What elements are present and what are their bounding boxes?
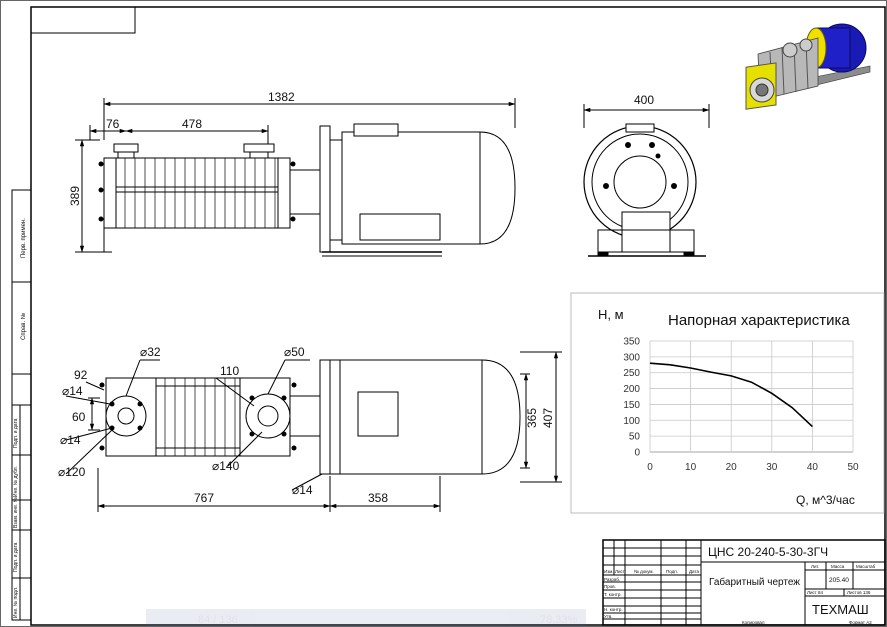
dim-hole-14a: ⌀14 bbox=[62, 384, 83, 398]
dim-140: ⌀140 bbox=[212, 459, 240, 473]
chart-x-tick-label: 10 bbox=[685, 462, 697, 473]
chart-ticks: 0 50 100 150 200 250 300 350 0 10 20 30 40 50 bbox=[623, 337, 859, 474]
col-izm: Изм. bbox=[604, 569, 614, 574]
dim-end-width: 400 bbox=[634, 93, 654, 107]
side-label: Справ. № bbox=[20, 313, 27, 340]
chart-series-line bbox=[649, 362, 813, 428]
chart-grid bbox=[649, 340, 854, 453]
dim-358: 358 bbox=[368, 491, 388, 505]
row-tkontr: Т. контр. bbox=[604, 592, 622, 597]
dim-height: 389 bbox=[68, 186, 82, 206]
dim-flange-offset: 76 bbox=[106, 117, 120, 131]
chart-y-tick-label: 0 bbox=[634, 448, 640, 459]
chart-x-tick-label: 30 bbox=[766, 462, 778, 473]
dim-407: 407 bbox=[541, 408, 555, 428]
chart-x-tick-label: 20 bbox=[726, 462, 738, 473]
dim-110: 110 bbox=[220, 364, 239, 378]
side-elevation-view bbox=[75, 98, 516, 257]
pump-3d-render bbox=[745, 23, 871, 110]
dim-hole-14b: ⌀14 bbox=[60, 433, 81, 447]
sheet-number: Лист 84 bbox=[807, 590, 824, 595]
chart-y-tick-label: 250 bbox=[623, 368, 640, 379]
company-name: ТЕХМАШ bbox=[812, 602, 869, 617]
chart-xlabel: Q, м^3/час bbox=[796, 493, 855, 507]
chart-y-tick-label: 350 bbox=[623, 337, 640, 348]
chart-x-tick-label: 0 bbox=[647, 462, 653, 473]
chart-frame bbox=[570, 292, 885, 514]
sheet-count: Листов 136 bbox=[847, 590, 871, 595]
side-label: Инв. № подл. bbox=[13, 587, 19, 618]
end-view bbox=[583, 104, 710, 257]
scale-label: Масштаб bbox=[856, 564, 876, 569]
format-label: Формат A2 bbox=[849, 620, 872, 625]
chart-ylabel: H, м bbox=[598, 307, 624, 322]
chart-y-tick-label: 50 bbox=[629, 432, 641, 443]
dim-hole-14c: ⌀14 bbox=[292, 483, 313, 497]
chart-x-tick-label: 40 bbox=[807, 462, 819, 473]
col-date: Дата bbox=[689, 569, 699, 574]
row-razrab: Разраб. bbox=[604, 577, 620, 582]
chart-y-tick-label: 200 bbox=[623, 384, 640, 395]
mass-value: 205.40 bbox=[829, 577, 849, 584]
row-prov: Пров. bbox=[604, 584, 616, 589]
side-label: Инв. № дубл. bbox=[13, 466, 19, 497]
chart-y-tick-label: 150 bbox=[623, 400, 640, 411]
chart-x-tick-label: 50 bbox=[847, 462, 859, 473]
side-stamp-column: Перв. примен. Справ. № Подп. и дата Инв.… bbox=[11, 189, 32, 621]
zoom-indicator: 78.33% bbox=[540, 614, 578, 626]
dim-767: 767 bbox=[194, 491, 214, 505]
side-label: Перв. примен. bbox=[21, 218, 27, 258]
corner-label-box bbox=[30, 6, 136, 34]
side-label: Взам. инв. № bbox=[13, 497, 19, 528]
chart-title: Напорная характеристика bbox=[668, 312, 850, 329]
drawing-name: Габаритный чертеж bbox=[709, 576, 800, 588]
col-list: Лист bbox=[615, 569, 625, 574]
row-utv: Утв. bbox=[604, 614, 613, 619]
col-doc: № докум. bbox=[634, 569, 654, 574]
copied-label: Копировал bbox=[742, 620, 765, 625]
chart-y-tick-label: 300 bbox=[623, 352, 640, 363]
row-nkontr: Н. контр. bbox=[604, 607, 623, 612]
dim-bore-32: ⌀32 bbox=[140, 345, 161, 359]
lit-label: Лит. bbox=[811, 564, 819, 569]
chart-y-tick-label: 100 bbox=[623, 416, 640, 427]
dim-flange-span: 478 bbox=[182, 117, 202, 131]
side-label: Подп. и дата bbox=[13, 542, 19, 572]
viewer-toolbar-ghost[interactable]: 84 / 136 78.33% bbox=[146, 609, 586, 627]
side-label: Подп. и дата bbox=[13, 418, 19, 448]
plan-view bbox=[65, 351, 562, 512]
dim-60: 60 bbox=[72, 410, 86, 424]
dim-92: 92 bbox=[74, 368, 88, 382]
page-indicator: 84 / 136 bbox=[198, 614, 238, 626]
mass-label: Масса bbox=[831, 564, 845, 569]
dim-120: ⌀120 bbox=[58, 465, 86, 479]
dim-365: 365 bbox=[525, 408, 539, 428]
dim-bore-50: ⌀50 bbox=[284, 345, 305, 359]
title-block bbox=[602, 539, 886, 626]
head-characteristic-chart: Напорная характеристика H, м Q, м^3/час … bbox=[570, 292, 885, 514]
dim-overall-length: 1382 bbox=[268, 90, 295, 104]
designation: ЦНС 20-240-5-30-3ГЧ bbox=[708, 545, 828, 559]
col-sign: Подп. bbox=[666, 569, 678, 574]
